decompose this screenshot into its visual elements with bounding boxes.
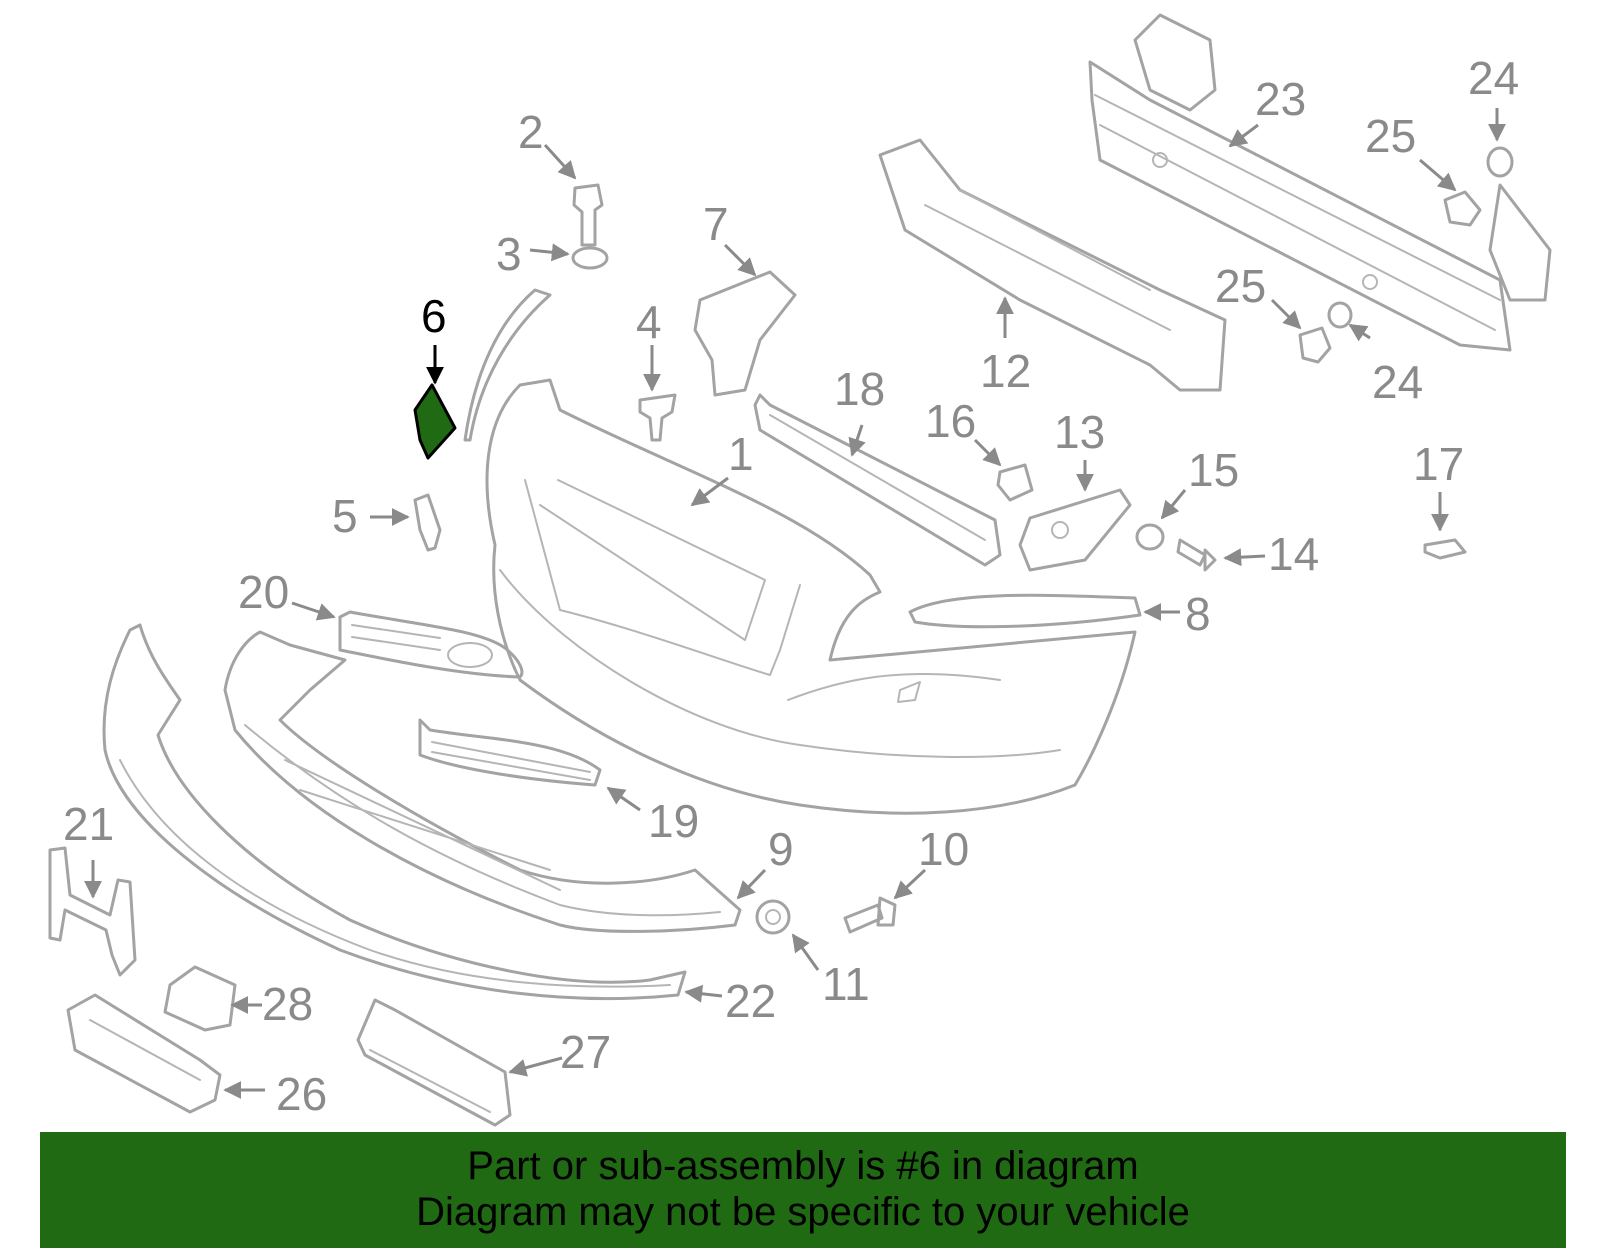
part-25-clip (1270, 158, 1482, 364)
callout-28: 28 (262, 978, 313, 1030)
part-9-lower-grille (223, 630, 767, 933)
callout-14: 14 (1268, 528, 1319, 580)
callout-7: 7 (703, 198, 729, 250)
callout-20: 20 (238, 566, 289, 618)
callout-4: 4 (636, 296, 662, 348)
part-12-energy-absorber (878, 138, 1227, 392)
callout-24-top: 24 (1468, 52, 1519, 104)
callout-labels: 1 2 3 4 5 6 7 8 9 10 11 12 13 14 15 16 1… (63, 52, 1519, 1120)
callout-19: 19 (648, 795, 699, 847)
callout-6: 6 (421, 290, 447, 342)
callout-13: 13 (1054, 406, 1105, 458)
callout-25-bottom: 25 (1215, 260, 1266, 312)
part-24-nut (1327, 108, 1514, 342)
part-20-fog-grille (291, 601, 524, 679)
banner-line-2: Diagram may not be specific to your vehi… (416, 1190, 1190, 1234)
callout-15: 15 (1188, 444, 1239, 496)
part-19-fog-grille (418, 718, 641, 812)
info-banner: Part or sub-assembly is #6 in diagram Di… (40, 1132, 1566, 1248)
callout-22: 22 (725, 975, 776, 1027)
callout-16: 16 (925, 395, 976, 447)
callout-25-top: 25 (1365, 110, 1416, 162)
part-2-bolt (543, 143, 604, 247)
part-28-block (163, 965, 262, 1032)
callout-10: 10 (918, 823, 969, 875)
part-3-washer (529, 243, 609, 270)
part-17-clip (1423, 492, 1467, 560)
part-15-washer (1135, 489, 1187, 551)
callout-5: 5 (332, 490, 358, 542)
part-13-bracket (1018, 460, 1132, 572)
callout-23: 23 (1255, 73, 1306, 125)
callout-8: 8 (1185, 588, 1211, 640)
callout-24-bottom: 24 (1372, 356, 1423, 408)
part-1-bumper-cover (463, 288, 1137, 815)
part-18-grille-bar (753, 393, 1002, 567)
part-16-clip (973, 438, 1034, 502)
part-10-bolt (843, 868, 927, 934)
part-22-lower-spoiler (102, 623, 723, 1003)
callout-27: 27 (560, 1026, 611, 1078)
part-8-trim-strip (908, 593, 1180, 629)
callout-21: 21 (63, 798, 114, 850)
callout-2: 2 (518, 106, 544, 158)
callout-1: 1 (728, 428, 754, 480)
callout-11: 11 (822, 958, 870, 1010)
part-23-reinforcement-bar (1088, 13, 1552, 352)
part-21-bracket (48, 846, 137, 977)
part-6-highlighted[interactable] (413, 345, 457, 460)
part-5-bracket (370, 493, 442, 552)
part-26-bracket (66, 993, 265, 1114)
part-11-washer (755, 899, 820, 971)
callout-3: 3 (496, 228, 522, 280)
callout-17: 17 (1413, 438, 1464, 490)
callout-9: 9 (768, 823, 794, 875)
part-7-bracket (693, 243, 797, 397)
callout-18: 18 (834, 363, 885, 415)
part-14-bolt (1176, 538, 1266, 572)
part-27-bracket (356, 998, 563, 1127)
callout-12: 12 (980, 345, 1031, 397)
banner-line-1: Part or sub-assembly is #6 in diagram (467, 1144, 1139, 1188)
part-4-clip (638, 345, 677, 442)
callout-26: 26 (276, 1068, 327, 1120)
